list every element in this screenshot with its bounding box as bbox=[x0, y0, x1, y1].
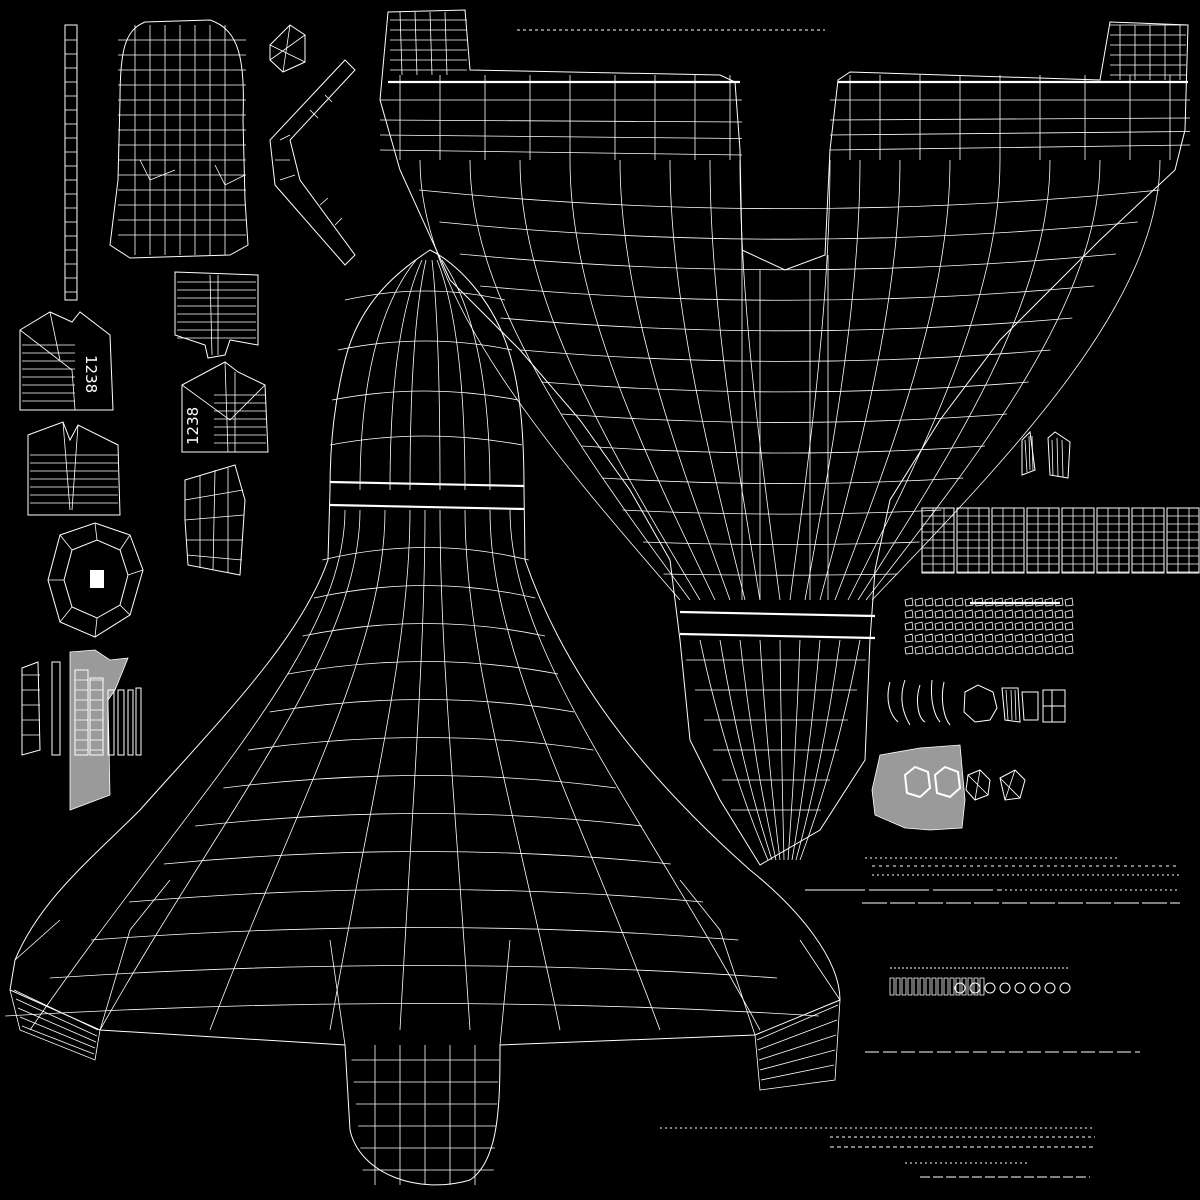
panel-island-d: 1238 bbox=[181, 361, 269, 453]
tiny-parts-cluster bbox=[904, 597, 1074, 655]
curved-strip-island bbox=[184, 464, 246, 576]
registration-number-decal: 1238 bbox=[82, 355, 100, 393]
small-polygon-island bbox=[269, 24, 306, 73]
small-fin-pieces bbox=[1021, 430, 1071, 479]
grey-hex-panel bbox=[871, 744, 1026, 831]
cockpit-island bbox=[109, 19, 249, 259]
panel-island-b bbox=[174, 271, 259, 359]
tiny-icon-row bbox=[889, 977, 1071, 996]
panel-island-c bbox=[27, 421, 121, 516]
orbiter-mesh-grid bbox=[5, 259, 841, 1185]
dashed-strip-rows bbox=[517, 29, 1180, 1178]
strip-island-vertical bbox=[64, 24, 78, 301]
panel-island-a: 1238 bbox=[19, 311, 114, 411]
fuselage-mesh-grid bbox=[379, 11, 1191, 861]
hex-parts-row bbox=[887, 679, 1066, 726]
fuselage-top-island bbox=[379, 9, 1191, 866]
ring-island bbox=[47, 522, 144, 638]
grid-tiles-row bbox=[921, 507, 1200, 574]
registration-number-decal-2: 1238 bbox=[184, 407, 202, 445]
bent-strip-island bbox=[269, 59, 356, 266]
orbiter-body-island bbox=[5, 249, 841, 1186]
grey-filled-island bbox=[21, 649, 142, 811]
